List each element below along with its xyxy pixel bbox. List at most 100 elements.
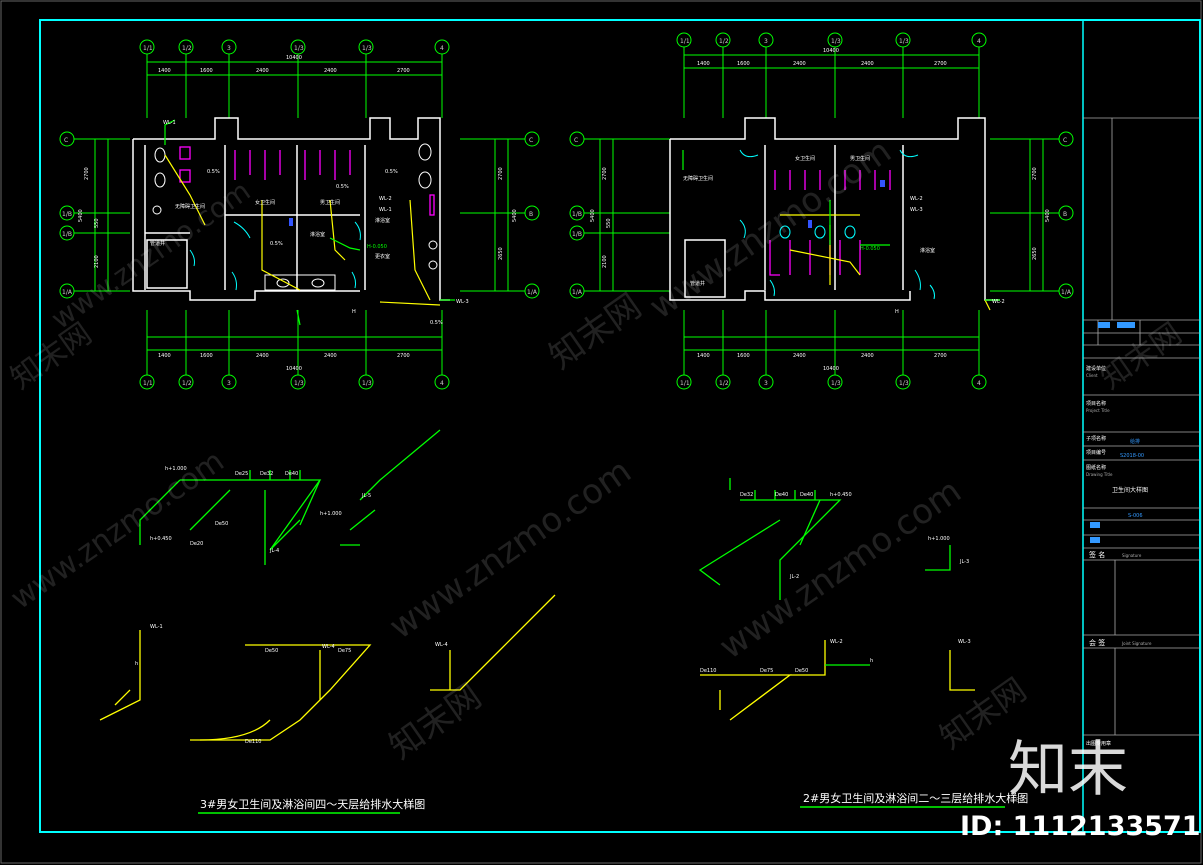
tb-sign-sub: Signature — [1122, 553, 1142, 558]
left-dim-left-3: 550 — [94, 218, 100, 228]
right-grid-left-3: 1/B — [572, 231, 582, 238]
left-grid-left-3: 1/B — [62, 231, 72, 238]
left-dim-bottom-1: 1400 — [158, 353, 171, 359]
left-dim-bottom-4: 2400 — [324, 353, 337, 359]
right-drain-isometric: WL-2 WL-3 De110 De75 De50 h — [700, 639, 975, 721]
tb-projectno-value: S2018-00 — [1120, 453, 1144, 459]
right-drain-label-2: WL-3 — [958, 639, 971, 645]
left-level: H-0.050 — [367, 244, 387, 250]
tb-seal-sub: Joint Signature — [1121, 641, 1152, 646]
id-watermark: ID: 1112133571 — [960, 811, 1201, 842]
left-supply-label-10: h+1.000 — [320, 511, 342, 517]
right-dim-bottom-5: 2700 — [934, 353, 947, 359]
right-grid-top-5: 1/3 — [899, 38, 909, 45]
right-room-accessible: 无障碍卫生间 — [683, 175, 713, 182]
right-dim-total-top: 10400 — [823, 48, 839, 54]
right-drain-label-3: De110 — [700, 668, 716, 674]
left-dim-bottom-2: 1600 — [200, 353, 213, 359]
left-drain-label-4: De50 — [265, 648, 278, 654]
tb-seal-label: 会 签 — [1089, 638, 1105, 647]
tb-project-label: 项目名称 — [1086, 400, 1106, 407]
right-grid-right-1: C — [1063, 137, 1067, 144]
left-drain-label-5: De75 — [338, 648, 351, 654]
right-dim-top-2: 1600 — [737, 61, 750, 67]
left-room-shower: 淋浴室 — [310, 231, 325, 238]
left-supply-label-2: De20 — [190, 541, 203, 547]
left-supply-label-9: h+0.450 — [150, 536, 172, 542]
left-supply-label-4: De32 — [260, 471, 273, 477]
right-room-shaft: 管道井 — [690, 280, 705, 287]
right-room-mens: 男卫生间 — [850, 155, 870, 162]
left-grid-bottom-6: 4 — [440, 380, 444, 387]
tb-projectno-label: 项目编号 — [1086, 449, 1106, 456]
right-drain-label-5: De50 — [795, 668, 808, 674]
left-room-mens: 男卫生间 — [320, 199, 340, 206]
left-grid-top-3: 3 — [227, 45, 231, 52]
right-supply-label-1: De32 — [740, 492, 753, 498]
right-dim-top-3: 2400 — [793, 61, 806, 67]
right-drain-label-6: h — [870, 658, 873, 664]
left-drain-label-6: De110 — [245, 739, 261, 745]
left-dim-total-top: 10400 — [286, 55, 302, 61]
left-grid-bottom-5: 1/3 — [362, 380, 372, 387]
left-drain-label-7: h — [135, 661, 138, 667]
left-grid-left-4: 1/A — [62, 289, 73, 296]
tb-drawing-no: S-006 — [1128, 513, 1143, 519]
right-dim-right-3: 2650 — [1032, 247, 1038, 260]
left-grid-top-4: 1/3 — [294, 45, 304, 52]
right-level: H-0.050 — [860, 246, 880, 252]
left-pipe-tag-3: WL-2 — [379, 196, 392, 202]
left-grid-top-5: 1/3 — [362, 45, 372, 52]
left-slope-4: 0.5% — [385, 169, 398, 175]
right-dim-bottom-3: 2400 — [793, 353, 806, 359]
right-caption-title: 2#男女卫生间及淋浴间二～三层给排水大样图 — [803, 791, 1028, 805]
left-grid-bottom-3: 3 — [227, 380, 231, 387]
right-grid-right-3: 1/A — [1061, 289, 1072, 296]
left-slope-1: 0.5% — [207, 169, 220, 175]
left-grid-bottom-4: 1/3 — [294, 380, 304, 387]
left-slope-2: 0.5% — [270, 241, 283, 247]
tb-subproject-value: 给排 — [1130, 438, 1140, 445]
right-dim-left-4: 2100 — [602, 255, 608, 268]
tb-client-label: 建设单位 — [1086, 365, 1106, 372]
left-supply-label-8: JL-5 — [361, 493, 371, 499]
right-caption: 2#男女卫生间及淋浴间二～三层给排水大样图 1:50 — [800, 791, 1028, 808]
left-grid-right-2: B — [529, 211, 533, 218]
left-caption-scale: 1:50 — [405, 803, 419, 810]
left-dim-bottom-3: 2400 — [256, 353, 269, 359]
right-grid-top-2: 1/2 — [719, 38, 729, 45]
left-supply-label-7: JL-4 — [269, 548, 279, 554]
right-drain-label-1: WL-2 — [830, 639, 843, 645]
right-drain-label-4: De75 — [760, 668, 773, 674]
left-dim-top-1: 1400 — [158, 68, 171, 74]
right-grid-left-2: 1/B — [572, 211, 582, 218]
tb-subproject-label: 子项名称 — [1086, 435, 1106, 442]
tb-drawing-label: 图纸名称 — [1086, 464, 1106, 471]
right-dim-top-4: 2400 — [861, 61, 874, 67]
title-block: 建设单位 Client 项目名称 Project Title 子项名称 给排 项… — [1083, 117, 1200, 747]
left-grid-left-2: 1/B — [62, 211, 72, 218]
right-grid-left-1: C — [574, 137, 578, 144]
right-grid-top-6: 4 — [977, 38, 981, 45]
left-grid-top-6: 4 — [440, 45, 444, 52]
left-dim-top-2: 1600 — [200, 68, 213, 74]
watermark-brand-5: 知末网 — [1095, 316, 1189, 396]
right-dim-bottom-2: 1600 — [737, 353, 750, 359]
left-grid-bottom-1: 1/1 — [143, 380, 153, 387]
right-grid-bottom-2: 1/2 — [719, 380, 729, 387]
left-caption-title: 3#男女卫生间及淋浴间四～天层给排水大样图 — [200, 797, 425, 811]
right-grid-top-1: 1/1 — [680, 38, 690, 45]
left-dim-bottom-5: 2700 — [397, 353, 410, 359]
right-pipe-tag-1: WL-2 — [910, 196, 923, 202]
right-grid-top-4: 1/3 — [831, 38, 841, 45]
tb-stamp-label: 出图专用章 — [1086, 740, 1111, 747]
left-supply-label-5: De40 — [285, 471, 298, 477]
right-dim-bottom-1: 1400 — [697, 353, 710, 359]
left-caption: 3#男女卫生间及淋浴间四～天层给排水大样图 1:50 — [198, 797, 425, 814]
left-grid-right-3: 1/A — [527, 289, 538, 296]
left-room-womens: 女卫生间 — [255, 199, 275, 206]
left-slope-5: 0.5% — [430, 320, 443, 326]
left-supply-label-1: h+1.000 — [165, 466, 187, 472]
watermarks: www.znzmo.com www.znzmo.com www.znzmo.co… — [5, 131, 1189, 767]
